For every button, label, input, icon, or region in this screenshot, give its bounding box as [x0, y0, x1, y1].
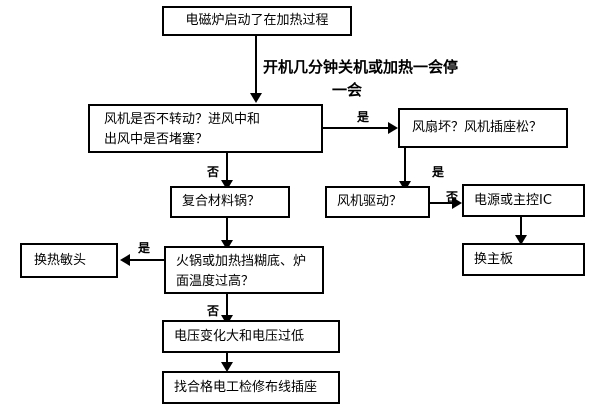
connector-composite-pot-to-overheat	[226, 218, 228, 246]
connector-fan-broken-to-fan-drive	[404, 148, 406, 186]
connector-fan-check-to-composite-pot	[226, 153, 228, 186]
connector-overheat-to-replace-sensor	[130, 259, 164, 261]
connector-fan-drive-to-power-ic	[430, 202, 458, 204]
edge-label-yes-3: 是	[138, 241, 151, 255]
node-electrician: 找合格电工检修布线插座	[162, 371, 340, 404]
arrowhead-power-ic-to-replace-board	[515, 235, 527, 245]
arrowhead-overheat-to-replace-sensor	[120, 254, 130, 266]
arrowhead-fan-check-to-fan-broken	[388, 122, 398, 134]
banner-line-2: 一会	[332, 81, 363, 99]
edge-label-yes-2: 是	[432, 165, 445, 179]
edge-label-yes-1: 是	[357, 110, 370, 124]
node-fan-drive: 风机驱动？	[325, 186, 430, 218]
node-start: 电磁炉启动了在加热过程	[162, 6, 352, 36]
connector-overheat-to-voltage	[226, 294, 228, 322]
arrowhead-fan-check-to-composite-pot	[221, 180, 233, 190]
connector-power-ic-to-replace-board	[520, 217, 522, 243]
connector-voltage-to-electrician	[226, 353, 228, 369]
arrowhead-composite-pot-to-overheat	[221, 240, 233, 250]
edge-label-no-2: 否	[446, 190, 459, 204]
node-overheat: 火锅或加热挡糊底、炉 面温度过高？	[164, 246, 324, 294]
edge-label-no-1: 否	[207, 165, 220, 179]
node-replace-sensor: 换热敏头	[20, 243, 118, 278]
edge-label-no-3: 否	[207, 304, 220, 318]
node-fan-broken: 风扇坏？风机插座松？	[398, 108, 568, 148]
node-composite-pot: 复合材料锅？	[170, 186, 290, 218]
node-fan-check: 风机是否不转动？进风中和 出风中是否堵塞？	[88, 104, 323, 153]
connector-start-to-fan-check	[255, 36, 257, 94]
node-replace-board: 换主板	[462, 243, 585, 276]
connector-fan-check-to-fan-broken	[323, 127, 391, 129]
arrowhead-voltage-to-electrician	[221, 362, 233, 372]
node-power-ic: 电源或主控IC	[462, 184, 585, 217]
arrowhead-start-to-fan-check	[250, 93, 262, 103]
node-voltage: 电压变化大和电压过低	[162, 320, 340, 353]
arrowhead-fan-drive-to-power-ic	[452, 197, 462, 209]
banner-line-1: 开机几分钟关机或加热一会停	[263, 58, 459, 76]
